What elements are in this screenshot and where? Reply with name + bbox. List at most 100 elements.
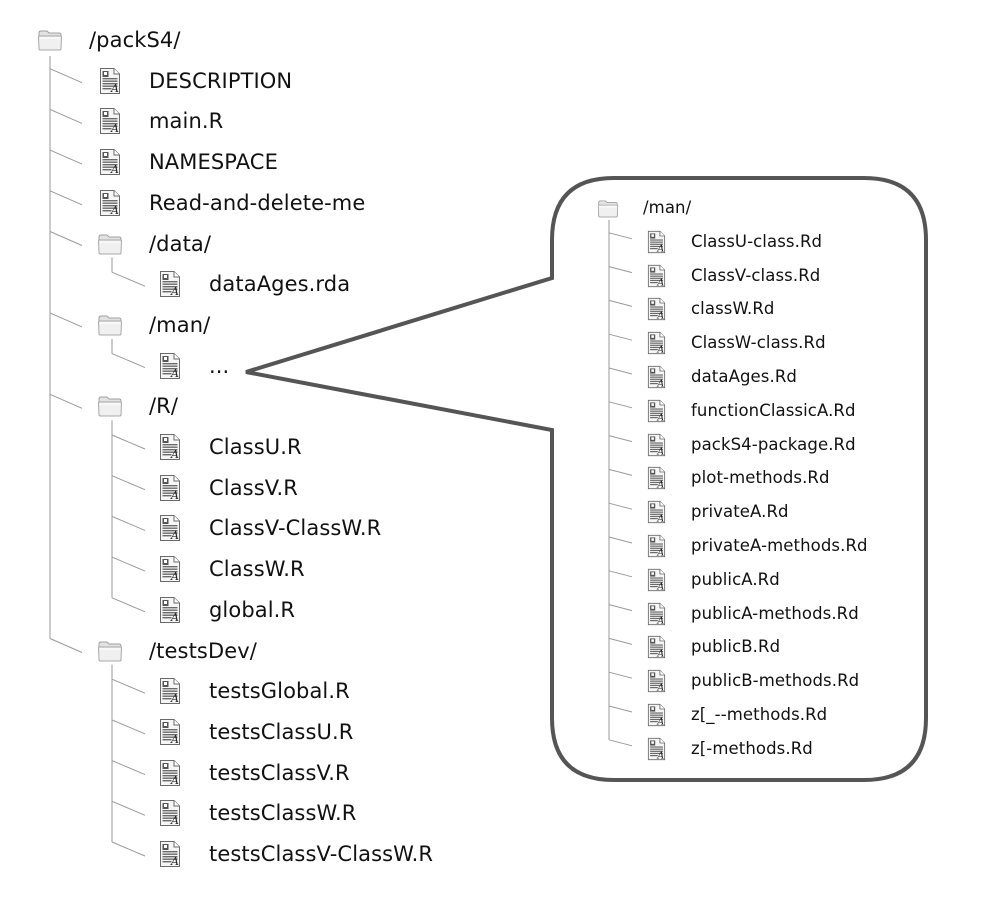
callout-file-privatea-methods-rd[interactable]: A privateA-methods.Rd — [645, 533, 868, 559]
svg-text:A: A — [656, 514, 664, 525]
svg-text:A: A — [656, 716, 664, 727]
file-classu-r-label: ClassU.R — [209, 435, 302, 459]
file-icon: A — [157, 718, 183, 746]
file-testsclassv-classw-r[interactable]: A testsClassV-ClassW.R — [157, 839, 433, 869]
callout-file-plot-methods-rd[interactable]: A plot-methods.Rd — [645, 465, 830, 491]
svg-text:A: A — [656, 446, 664, 457]
file-icon: A — [157, 270, 183, 298]
callout-file-classv-class-rd-label: ClassV-class.Rd — [691, 265, 821, 285]
tree-branch-line — [111, 760, 146, 776]
callout-file-classw-class-rd[interactable]: A ClassW-class.Rd — [645, 330, 826, 356]
file-testsclassv-classw-r-label: testsClassV-ClassW.R — [209, 842, 434, 866]
file-icon: A — [157, 799, 183, 827]
callout-file-publicb-rd-label: publicB.Rd — [691, 637, 781, 657]
svg-text:A: A — [170, 285, 179, 298]
file-classv-r[interactable]: A ClassV.R — [157, 473, 298, 503]
svg-text:A: A — [656, 683, 664, 694]
folder-testsdev-label: /testsDev/ — [149, 638, 257, 663]
svg-text:A: A — [170, 489, 179, 502]
folder-man-label: /man/ — [149, 312, 211, 337]
file-icon: A — [97, 67, 123, 95]
folder-testsdev[interactable]: /testsDev/ — [97, 636, 257, 666]
svg-text:A: A — [656, 345, 664, 356]
svg-text:A: A — [110, 163, 119, 176]
callout-file-classw-rd[interactable]: A classW.Rd — [645, 296, 774, 322]
file-icon: A — [645, 433, 667, 457]
file-namespace[interactable]: A NAMESPACE — [97, 147, 278, 177]
file-testsglobal-r-label: testsGlobal.R — [209, 679, 350, 704]
file-icon: A — [157, 474, 183, 502]
file-dataages-rda[interactable]: A dataAges.rda — [157, 269, 350, 299]
callout-file-publica-rd[interactable]: A publicA.Rd — [645, 567, 780, 593]
file-icon: A — [157, 352, 183, 380]
callout-file-z-methods-rd[interactable]: A z[-methods.Rd — [645, 736, 813, 762]
callout-branch-line — [608, 502, 633, 510]
callout-file-publicb-methods-rd-label: publicB-methods.Rd — [691, 671, 860, 691]
callout-folder-man[interactable]: /man/ — [597, 195, 691, 221]
callout-file-functionclassica-rd-label: functionClassicA.Rd — [691, 400, 856, 420]
svg-text:A: A — [656, 615, 664, 626]
tree-branch-line — [49, 190, 83, 206]
tree-root-folder-label: /packS4/ — [89, 28, 181, 52]
svg-text:A: A — [656, 581, 664, 592]
file-testsclassu-r[interactable]: A testsClassU.R — [157, 717, 353, 747]
svg-text:A: A — [656, 412, 664, 423]
file-icon: A — [645, 331, 667, 355]
tree-branch-line — [111, 475, 146, 491]
svg-text:A: A — [656, 277, 664, 288]
file-icon: A — [645, 568, 667, 592]
file-description[interactable]: A DESCRIPTION — [97, 66, 292, 96]
callout-file-functionclassica-rd[interactable]: A functionClassicA.Rd — [645, 398, 856, 424]
svg-text:A: A — [656, 480, 664, 491]
file-read-and-delete-me[interactable]: A Read-and-delete-me — [97, 188, 365, 218]
folder-r[interactable]: /R/ — [97, 391, 178, 421]
file-testsclassv-r[interactable]: A testsClassV.R — [157, 758, 350, 788]
file-classw-r[interactable]: A ClassW.R — [157, 554, 305, 584]
file-ellipsis[interactable]: A ... — [157, 351, 229, 381]
callout-file-privatea-methods-rd-label: privateA-methods.Rd — [691, 536, 868, 555]
callout-file-plot-methods-rd-label: plot-methods.Rd — [691, 468, 830, 488]
callout-branch-line — [608, 604, 633, 612]
file-classu-r[interactable]: A ClassU.R — [157, 432, 302, 462]
tree-branch-line — [49, 393, 83, 409]
file-testsglobal-r[interactable]: A testsGlobal.R — [157, 676, 350, 706]
file-icon: A — [97, 148, 123, 176]
svg-text:A: A — [170, 570, 179, 583]
file-classw-r-label: ClassW.R — [209, 557, 305, 582]
callout-branch-line — [608, 232, 633, 240]
file-icon: A — [645, 602, 667, 626]
callout-file-publicb-methods-rd[interactable]: A publicB-methods.Rd — [645, 668, 859, 694]
callout-branch-line — [608, 570, 633, 578]
callout-file-publicb-rd[interactable]: A publicB.Rd — [645, 634, 780, 660]
folder-icon — [97, 637, 123, 665]
file-testsclassw-r[interactable]: A testsClassW.R — [157, 798, 356, 828]
file-main-r[interactable]: A main.R — [97, 106, 223, 136]
callout-file-publica-methods-rd[interactable]: A publicA-methods.Rd — [645, 601, 859, 627]
tree-branch-line — [111, 353, 146, 369]
callout-file-z-methods-rd-label: z[-methods.Rd — [691, 738, 813, 758]
file-icon: A — [645, 230, 667, 254]
file-icon: A — [157, 433, 183, 461]
folder-icon — [97, 311, 123, 339]
callout-branch-line — [608, 671, 633, 679]
file-main-r-label: main.R — [149, 109, 224, 134]
folder-man[interactable]: /man/ — [97, 310, 210, 340]
svg-text:A: A — [170, 855, 179, 868]
callout-file-classv-class-rd[interactable]: A ClassV-class.Rd — [645, 263, 820, 289]
callout-file-classw-rd-label: classW.Rd — [691, 299, 775, 319]
file-global-r-label: global.R — [209, 597, 296, 622]
folder-data[interactable]: /data/ — [97, 229, 211, 259]
callout-branch-line — [608, 401, 633, 409]
file-global-r[interactable]: A global.R — [157, 595, 295, 625]
callout-branch-line — [608, 266, 633, 274]
callout-file-z-methods-rd[interactable]: A z[_--methods.Rd — [645, 702, 827, 728]
svg-text:A: A — [110, 122, 119, 135]
file-icon: A — [157, 759, 183, 787]
file-icon: A — [645, 297, 667, 321]
callout-file-classu-class-rd[interactable]: A ClassU-class.Rd — [645, 229, 822, 255]
tree-root-folder[interactable]: /packS4/ — [37, 25, 181, 55]
callout-file-privatea-rd[interactable]: A privateA.Rd — [645, 499, 789, 525]
callout-file-dataages-rd[interactable]: A dataAges.Rd — [645, 364, 797, 390]
file-classv-classw-r[interactable]: A ClassV-ClassW.R — [157, 513, 381, 543]
callout-file-packs4-package-rd[interactable]: A packS4-package.Rd — [645, 432, 856, 458]
